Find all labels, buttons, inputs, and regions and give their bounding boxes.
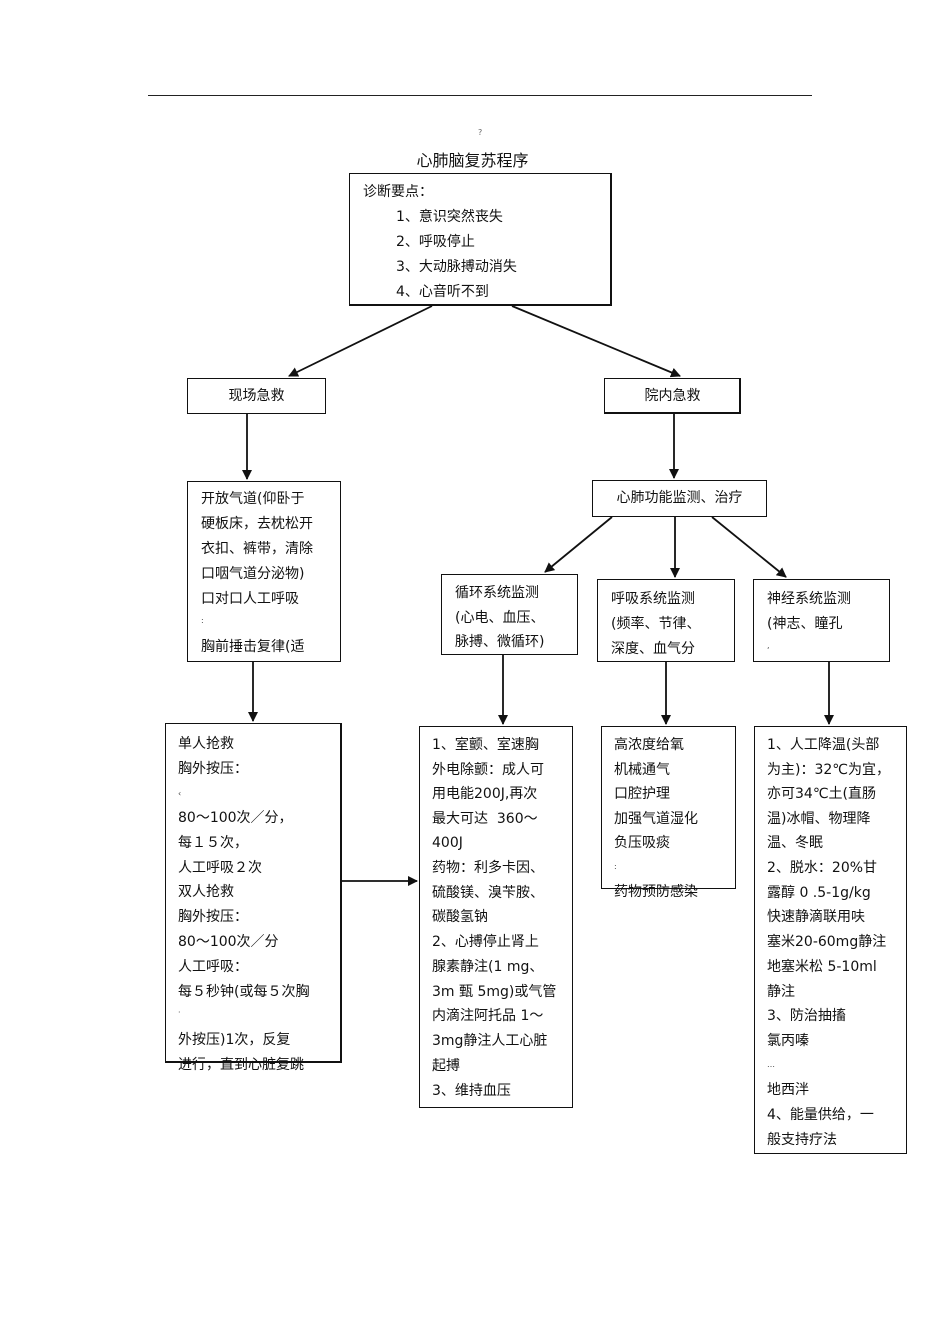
diagnosis-item-1: 1、意识突然丧失 [396, 209, 503, 225]
neuro-treat-line-5: 温、冬眠 [767, 835, 823, 851]
airway-line-last: 胸前捶击复律(适 [201, 639, 305, 655]
airway-mark: : [201, 616, 204, 625]
diagnosis-item-2: 2、呼吸停止 [396, 234, 475, 250]
onsite-rescue-box [187, 378, 326, 414]
cpr-line-11: 外按压)1次，反复 [178, 1032, 291, 1048]
airway-line-2: 硬板床，去枕松开 [201, 516, 313, 532]
airway-line-4: 口咽气道分泌物) [201, 566, 305, 582]
respiration-line-1: 呼吸系统监测 [611, 591, 695, 607]
neuro-line-2: (神志、瞳孔 [767, 616, 843, 632]
arrow-monitor-to-neuro [711, 516, 787, 578]
neuro-treat-line-6: 2、脱水：20%甘 [767, 860, 878, 876]
airway-line-3: 衣扣、裤带，清除 [201, 541, 313, 557]
resp-treat-mark: : [614, 862, 617, 871]
diagnosis-box [349, 173, 612, 306]
neuro-treat-line-3: 亦可34℃土(直肠 [767, 786, 876, 802]
respiration-line-2: (频率、节律、 [611, 616, 701, 632]
circ-treat-line-12: 内滴注阿托品 1～ [432, 1008, 544, 1024]
arrow-diagnosis-to-onsite [288, 305, 433, 377]
resp-treat-line-last: 药物预防感染 [614, 884, 698, 900]
cpr-mark-2: · [178, 1008, 181, 1017]
diagnosis-heading: 诊断要点： [363, 184, 433, 200]
neuro-treat-line-16: 般支持疗法 [767, 1132, 837, 1148]
neuro-treat-line-2: 为主)：32℃为宜， [767, 762, 890, 778]
neuro-treat-line-1: 1、人工降温(头部 [767, 737, 880, 753]
circulation-line-2: (心电、血压、 [455, 610, 545, 626]
neuro-treat-line-8: 快速静滴联用呋 [767, 909, 865, 925]
hospital-rescue-box [604, 378, 741, 414]
neuro-treat-line-4: 温)冰帽、物理降 [767, 811, 871, 827]
airway-line-1: 开放气道(仰卧于 [201, 491, 305, 507]
circulation-monitor-box [441, 574, 578, 655]
respiration-treatment-box [601, 726, 736, 889]
header-rule [148, 95, 812, 96]
page-title: 心肺脑复苏程序 [416, 151, 529, 170]
neuro-treat-line-10: 地塞米松 5-10ml [767, 959, 877, 975]
neuro-treat-line-13: 氯丙嗪 [767, 1033, 809, 1049]
circulation-line-1: 循环系统监测 [455, 585, 539, 601]
monitor-label: 心肺功能监测、治疗 [616, 490, 743, 506]
circ-treat-line-9: 2、心搏停止肾上 [432, 934, 539, 950]
cpr-line-9: 人工呼吸： [178, 959, 248, 975]
airway-box [187, 481, 341, 662]
resp-treat-line-4: 加强气道湿化 [614, 811, 698, 827]
airway-line-5: 口对口人工呼吸 [201, 591, 299, 607]
circ-treat-line-10: 腺素静注(1 mg、 [432, 959, 544, 975]
cpr-line-6: 双人抢救 [178, 884, 234, 900]
cpr-line-8: 80～100次／分 [178, 934, 279, 950]
arrow-diagnosis-to-hospital [511, 305, 681, 378]
neuro-treat-line-15: 4、能量供给，一 [767, 1107, 874, 1123]
monitor-box [592, 480, 767, 517]
circ-treat-line-8: 碳酸氢钠 [432, 909, 488, 925]
resp-treat-line-3: 口腔护理 [614, 786, 670, 802]
circ-treat-line-1: 1、室颤、室速胸 [432, 737, 539, 753]
cpr-line-7: 胸外按压： [178, 909, 248, 925]
cpr-mark-1: ‹ [178, 789, 182, 798]
respiration-monitor-box [597, 579, 735, 662]
neuro-mark: , [767, 641, 770, 650]
circ-treat-line-7: 硫酸镁、溴苄胺、 [432, 885, 544, 901]
cpr-line-3: 80～100次／分， [178, 810, 293, 826]
resp-treat-line-5: 负压吸痰 [614, 835, 670, 851]
hospital-rescue-label: 院内急救 [644, 388, 701, 404]
circ-treat-line-13: 3mg静注人工心脏 [432, 1033, 548, 1049]
circulation-line-3: 脉搏、微循环) [455, 634, 545, 650]
circ-treat-line-15: 3、维持血压 [432, 1083, 511, 1099]
neuro-treat-line-7: 露醇 0 .5-1g/kg [767, 885, 871, 901]
circ-treat-line-3: 用电能200J,再次 [432, 786, 538, 802]
cpr-line-2: 胸外按压： [178, 761, 248, 777]
resp-treat-line-1: 高浓度给氧 [614, 737, 684, 753]
neuro-treat-line-9: 塞米20-60mg静注 [767, 934, 887, 950]
circ-treat-line-2: 外电除颤：成人可 [432, 762, 544, 778]
cpr-line-4: 每１５次， [178, 835, 248, 851]
diagnosis-item-4: 4、心音听不到 [396, 284, 489, 300]
neuro-treatment-box [754, 726, 907, 1154]
circulation-treatment-box [419, 726, 573, 1108]
arrow-monitor-to-circulation [544, 516, 613, 573]
circ-treat-line-4: 最大可达 360～ [432, 811, 538, 827]
cpr-line-10: 每５秒钟(或每５次胸 [178, 984, 310, 1000]
page-mark: ? [478, 128, 483, 137]
respiration-line-3: 深度、血气分 [611, 641, 695, 657]
cpr-line-1: 单人抢救 [178, 736, 234, 752]
circ-treat-line-6: 药物：利多卡因、 [432, 860, 544, 876]
neuro-line-1: 神经系统监测 [767, 591, 851, 607]
circ-treat-line-14: 起搏 [432, 1058, 460, 1074]
resp-treat-line-2: 机械通气 [614, 762, 670, 778]
neuro-treat-mark: … [767, 1060, 775, 1069]
neuro-treat-line-11: 静注 [767, 984, 795, 1000]
neuro-monitor-box [753, 579, 890, 662]
neuro-treat-line-14: 地西泮 [767, 1082, 809, 1098]
cpr-line-5: 人工呼吸２次 [178, 860, 262, 876]
neuro-treat-line-12: 3、防治抽搐 [767, 1008, 846, 1024]
cpr-box [165, 723, 342, 1063]
cpr-line-12: 进行，直到心脏复跳 [178, 1057, 304, 1073]
diagnosis-item-3: 3、大动脉搏动消失 [396, 259, 517, 275]
circ-treat-line-11: 3m 甄 5mg)或气管 [432, 984, 557, 1000]
circ-treat-line-5: 400J [432, 835, 463, 851]
onsite-rescue-label: 现场急救 [228, 388, 285, 404]
